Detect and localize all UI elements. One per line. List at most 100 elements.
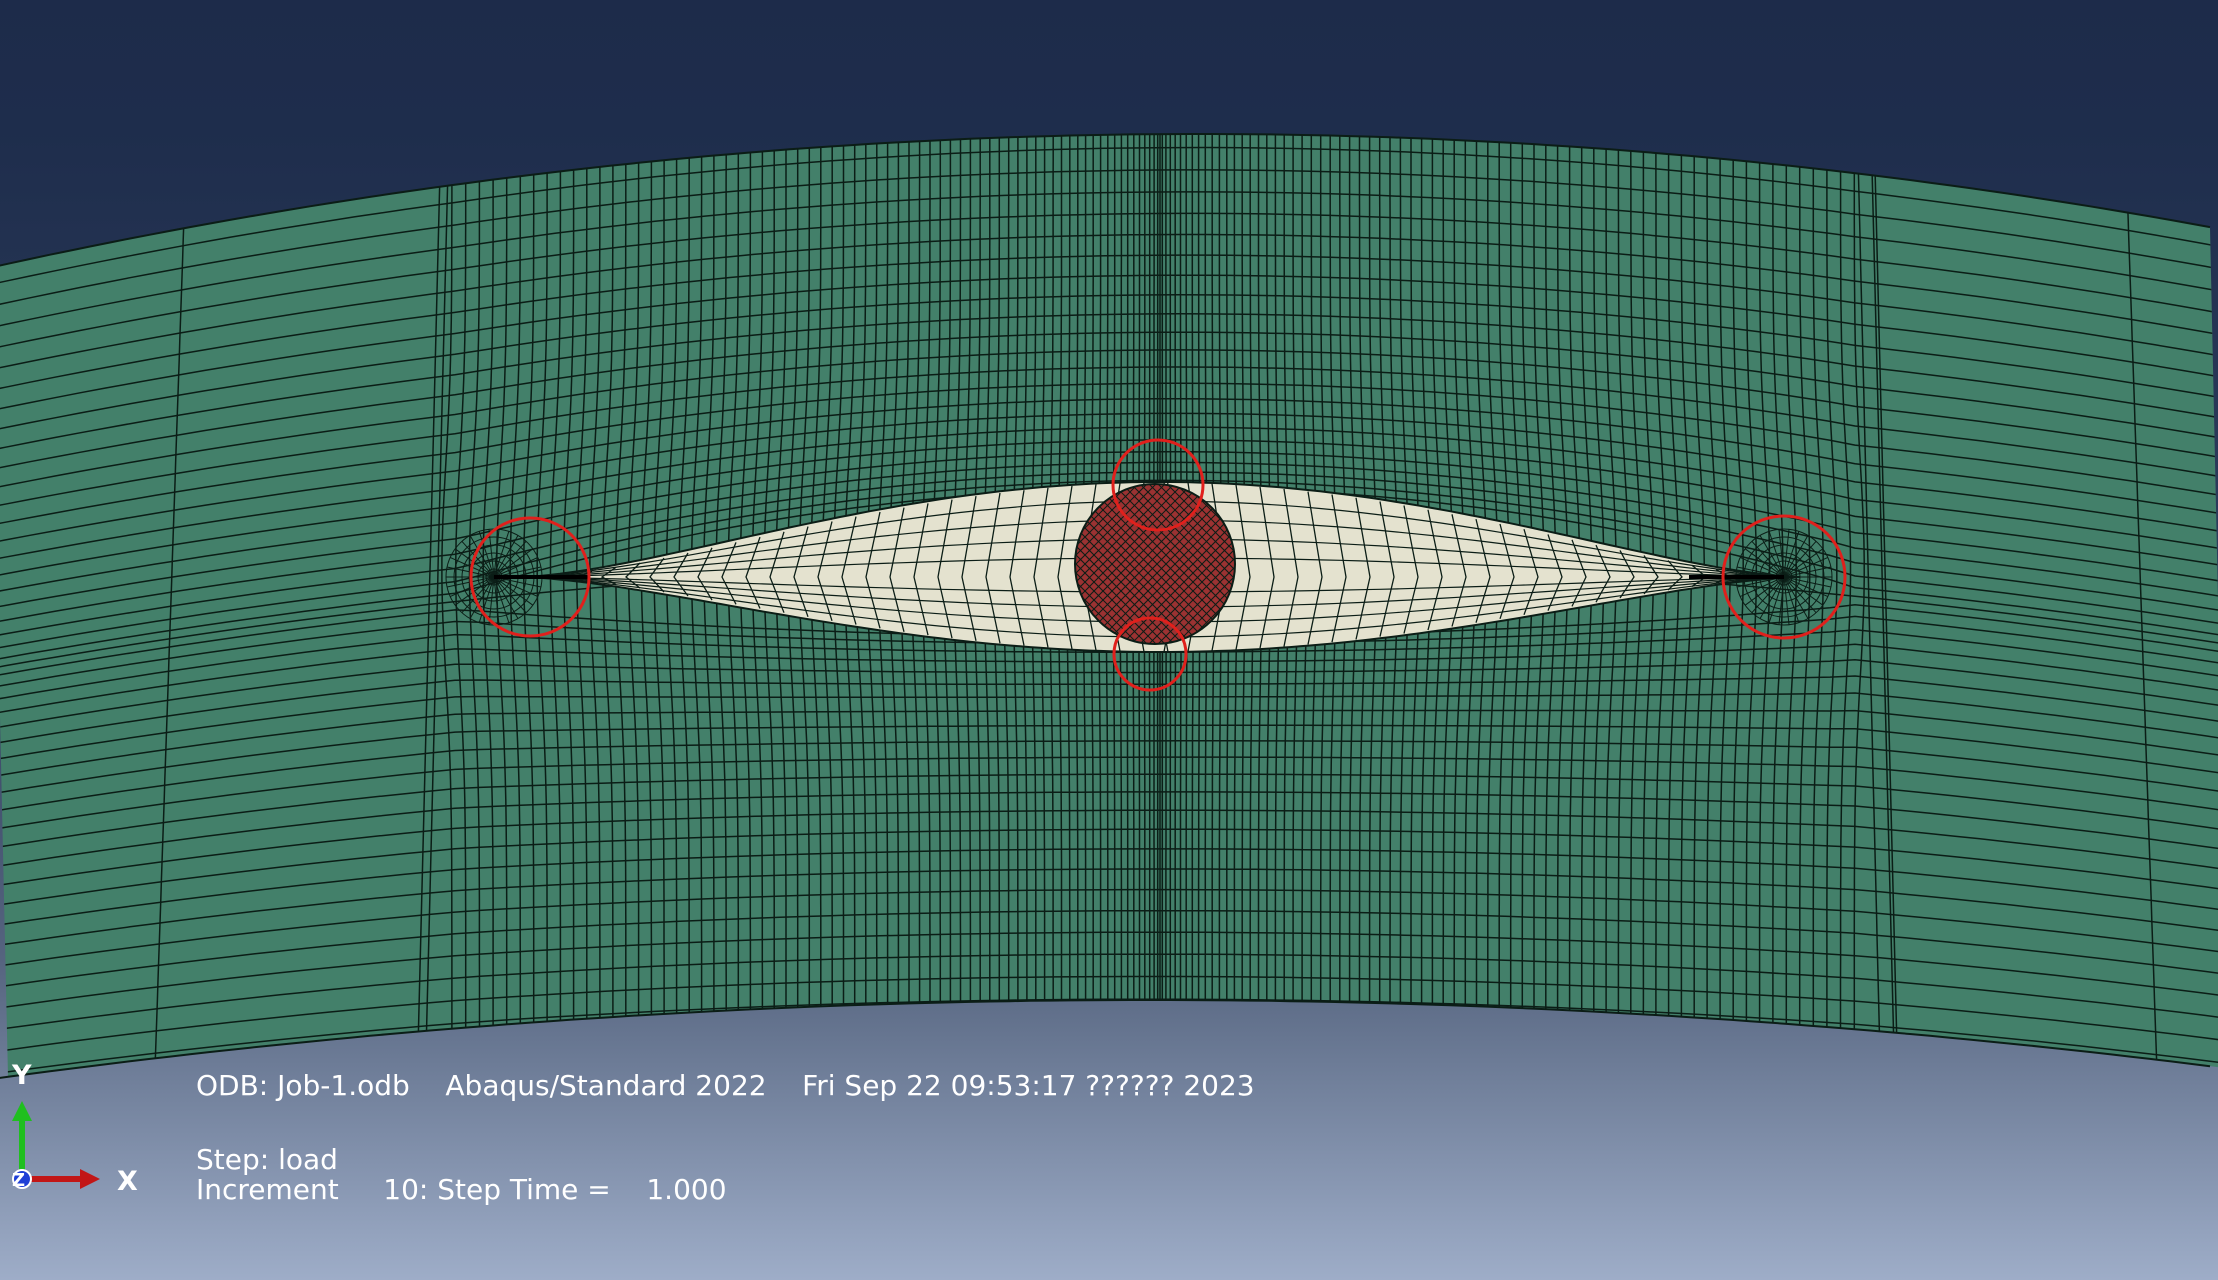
- mesh-line: [0, 809, 2218, 889]
- mesh-line: [0, 471, 2218, 640]
- mesh-line: [0, 643, 2218, 717]
- mesh-line: [913, 503, 929, 636]
- mesh-line: [1075, 484, 1139, 644]
- mesh-line: [0, 931, 2218, 1012]
- mesh-line: [1166, 484, 1235, 644]
- mesh-line: [0, 828, 2218, 909]
- mesh-line: [154, 134, 189, 1061]
- mesh-line: [745, 536, 761, 609]
- y-axis-arrowhead: [12, 1101, 32, 1121]
- mesh-line: [1157, 484, 1235, 644]
- mesh-line: [1331, 494, 1347, 643]
- mesh-line: [1235, 484, 1251, 650]
- mesh-line: [0, 274, 2218, 414]
- mesh-line: [0, 169, 2218, 310]
- mesh-line: [0, 212, 2218, 352]
- mesh-line: [721, 542, 737, 605]
- mesh-line: [0, 397, 2218, 546]
- increment-info-text: Increment 10: Step Time = 1.000: [196, 1173, 727, 1206]
- triad-arrows: [12, 1101, 100, 1189]
- mesh-line: [1103, 484, 1235, 644]
- mesh-line: [985, 492, 1001, 644]
- mesh-line: [889, 507, 905, 632]
- mesh-line: [1139, 484, 1235, 644]
- mesh-line: [1148, 484, 1235, 644]
- bottom-interface-marker[interactable]: [1112, 616, 1188, 692]
- highlight-markers: [469, 438, 1847, 692]
- mesh-line: [416, 134, 443, 1061]
- step-info-text: Step: load: [196, 1143, 338, 1176]
- mesh-line: [0, 313, 2218, 454]
- mesh-line: [482, 134, 494, 1060]
- mesh-line: [0, 479, 2218, 652]
- mesh-line: [1475, 518, 1491, 623]
- mesh-line: [0, 740, 2218, 815]
- mesh-line: [0, 909, 2218, 991]
- mesh-line: [1075, 484, 1130, 644]
- mesh-line: [1499, 523, 1515, 620]
- top-interface-marker[interactable]: [1111, 438, 1205, 532]
- mesh-line: [1283, 488, 1299, 647]
- mesh-line: [1075, 484, 1130, 644]
- mesh-line: [0, 412, 2218, 563]
- mesh-line: [817, 521, 833, 621]
- mesh-line: [1745, 134, 1758, 1060]
- mesh-line: [0, 773, 2218, 851]
- mesh-line: [865, 511, 881, 629]
- mesh-line: [1075, 484, 1166, 644]
- mesh-line: [0, 426, 2218, 580]
- mesh-line: [1075, 484, 1184, 644]
- right-crack-tip-marker[interactable]: [1721, 514, 1847, 640]
- mesh-line: [1693, 134, 1705, 1060]
- mesh-line: [1547, 534, 1563, 611]
- mesh-line: [0, 659, 2218, 732]
- mesh-line: [0, 191, 2218, 331]
- mesh-line: [0, 888, 2218, 970]
- axis-z-label: Z: [12, 1170, 26, 1191]
- odb-info-text: ODB: Job-1.odb Abaqus/Standard 2022 Fri …: [196, 1069, 1255, 1102]
- mesh-line: [1075, 484, 1139, 644]
- mesh-line: [536, 134, 548, 1060]
- mesh-line: [0, 294, 2218, 434]
- left-crack-tip-marker[interactable]: [469, 516, 591, 638]
- mesh-line: [1184, 484, 1235, 644]
- x-axis-arrowhead: [80, 1169, 100, 1189]
- mesh-line: [441, 134, 453, 1060]
- mesh-line: [0, 709, 2218, 780]
- mesh-line: [841, 516, 857, 625]
- mesh-line: [1427, 509, 1443, 631]
- mesh-line: [1853, 134, 1865, 1060]
- inclusion-particle[interactable]: [1074, 483, 1236, 645]
- mesh-line: [1680, 134, 1693, 1060]
- mesh-line: [1184, 484, 1235, 644]
- mesh-line: [0, 953, 2218, 1033]
- mesh-line: [769, 531, 785, 613]
- mesh-line: [1075, 484, 1157, 644]
- mesh-line: [961, 495, 977, 641]
- mesh-line: [1175, 484, 1235, 644]
- mesh-line: [496, 134, 508, 1060]
- mesh-line: [1873, 134, 1899, 1061]
- mesh-line: [0, 791, 2218, 870]
- mesh-line: [1157, 484, 1235, 644]
- mesh-line: [1379, 501, 1395, 637]
- mesh-line: [0, 382, 2218, 528]
- mesh-line: [0, 349, 2218, 492]
- mesh-line: [0, 692, 2218, 763]
- mesh-line: [0, 146, 2218, 288]
- mesh-line: [509, 134, 522, 1060]
- z-axis-dot: [12, 1169, 32, 1189]
- axis-y-label: Y: [12, 1060, 32, 1091]
- mesh-line: [1075, 484, 1202, 644]
- mesh-line: [1112, 484, 1235, 644]
- axis-x-label: X: [117, 1166, 138, 1197]
- mesh-boundary: [0, 133, 2211, 1079]
- mesh-line: [0, 868, 2218, 949]
- mesh-line: [425, 134, 450, 1061]
- mesh-line: [1798, 134, 1811, 1060]
- mesh-line: [1175, 484, 1235, 644]
- mesh-line: [0, 461, 2218, 626]
- mesh-line: [1009, 490, 1025, 646]
